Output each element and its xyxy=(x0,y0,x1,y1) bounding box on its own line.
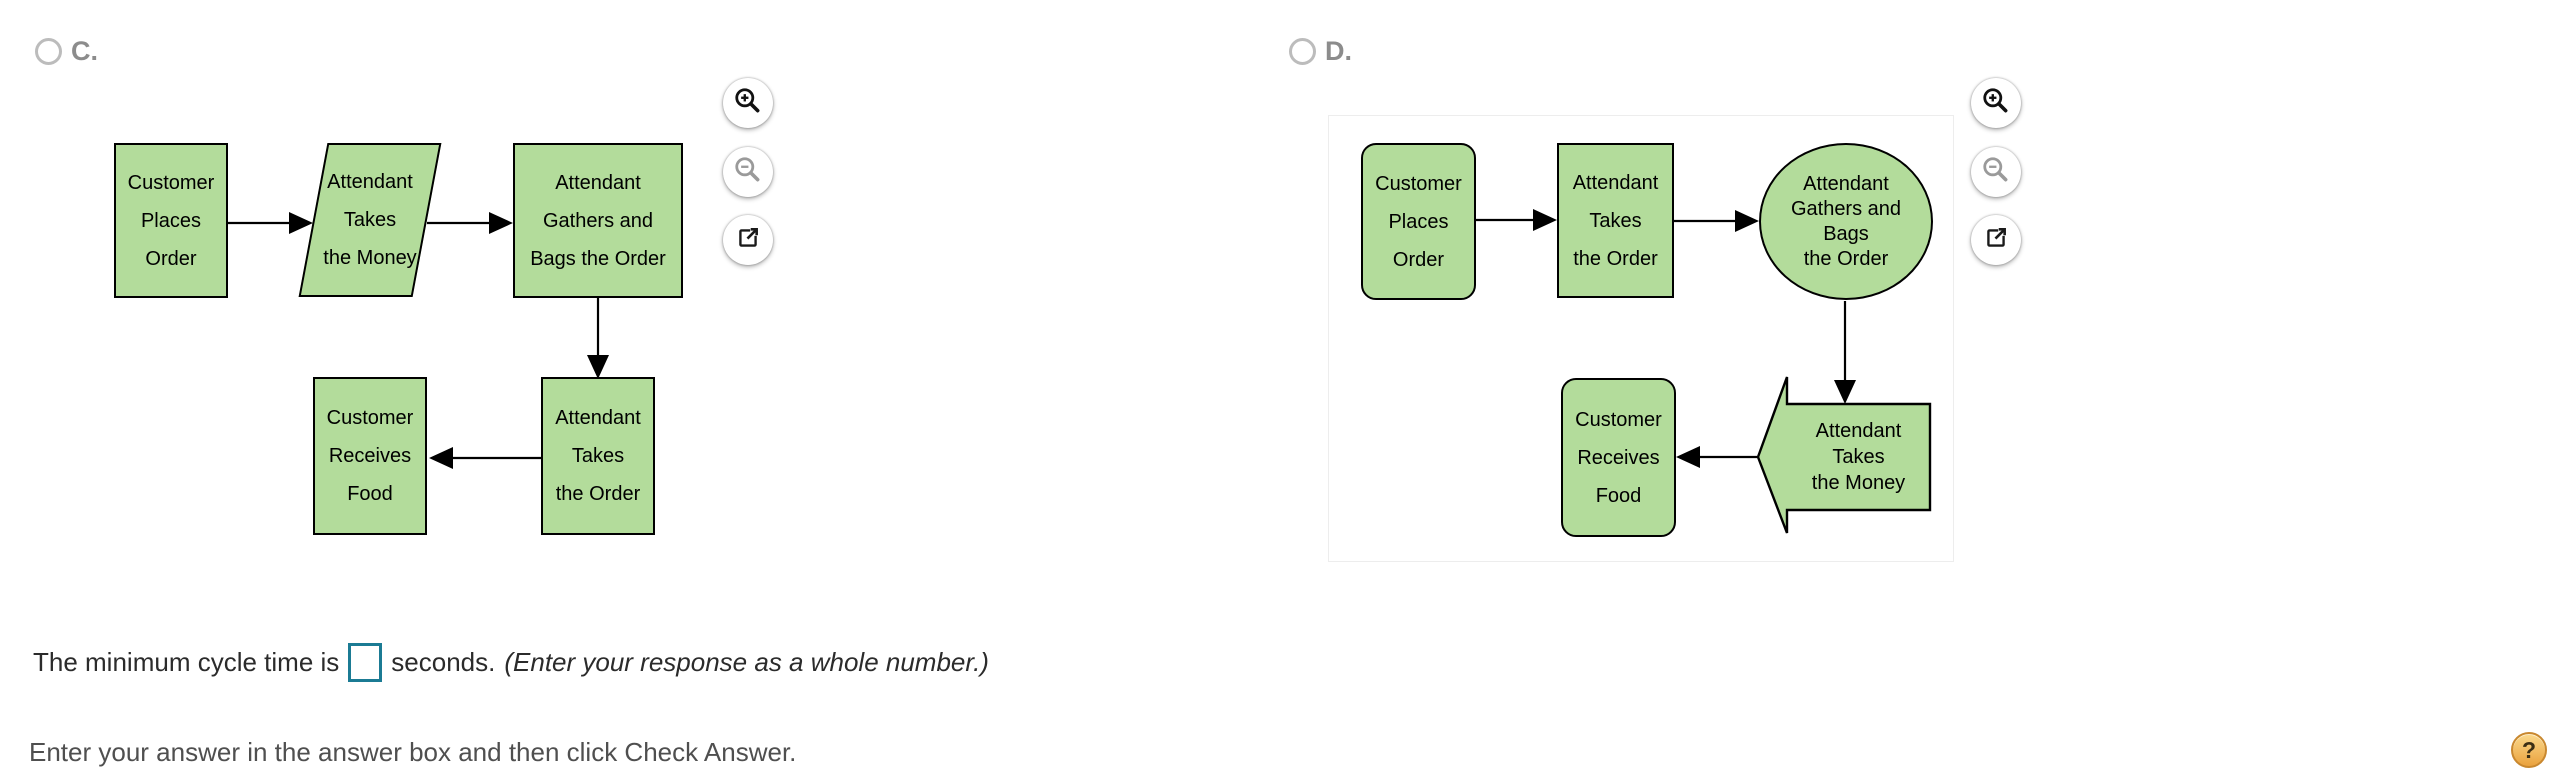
answer-input[interactable] xyxy=(348,642,383,682)
flow-c-node-attendant-takes-order: Attendant Takes the Order xyxy=(541,377,655,535)
answer-line: The minimum cycle time is seconds. (Ente… xyxy=(33,641,989,683)
option-d-radio[interactable] xyxy=(1289,38,1316,65)
option-c-zoom-out-button[interactable] xyxy=(723,147,773,197)
option-d-zoom-out-button[interactable] xyxy=(1971,147,2021,197)
open-in-new-window-icon xyxy=(1983,225,2009,256)
option-c-open-external-button[interactable] xyxy=(723,215,773,265)
flow-d-node-attendant-takes-money-label: Attendant Takes the Money xyxy=(1811,420,1906,494)
flow-d-node-customer-receives-food: Customer Receives Food xyxy=(1561,378,1676,537)
zoom-in-icon xyxy=(1981,86,2011,121)
question-mark-icon: ? xyxy=(2521,736,2537,763)
option-c-radio[interactable] xyxy=(35,38,62,65)
option-d-open-external-button[interactable] xyxy=(1971,215,2021,265)
flow-d-node-customer-places-order: Customer Places Order xyxy=(1361,143,1476,300)
zoom-out-icon xyxy=(733,155,763,190)
flow-d-node-attendant-takes-order: Attendant Takes the Order xyxy=(1557,143,1674,298)
flow-c-node-attendant-takes-money-label: Attendant Takes the Money xyxy=(323,171,417,269)
open-in-new-window-icon xyxy=(735,225,761,256)
answer-prefix-text: The minimum cycle time is xyxy=(33,646,340,677)
option-d-diagram-frame xyxy=(1328,115,1954,562)
flow-d-node-attendant-gathers-bags: Attendant Gathers and Bags the Order xyxy=(1759,143,1933,300)
answer-note-text: (Enter your response as a whole number.) xyxy=(504,646,989,677)
option-d-zoom-in-button[interactable] xyxy=(1971,78,2021,128)
flow-c-node-customer-places-order: Customer Places Order xyxy=(114,143,228,298)
instruction-text: Enter your answer in the answer box and … xyxy=(29,737,797,767)
flow-c-node-attendant-gathers-bags: Attendant Gathers and Bags the Order xyxy=(513,143,683,298)
help-button[interactable]: ? xyxy=(2511,732,2547,768)
zoom-out-icon xyxy=(1981,155,2011,190)
option-d-label: D. xyxy=(1325,36,1352,66)
answer-suffix-text: seconds. xyxy=(391,646,496,677)
zoom-in-icon xyxy=(733,86,763,121)
option-c-zoom-in-button[interactable] xyxy=(723,78,773,128)
option-c-label: C. xyxy=(71,36,98,66)
flow-c-node-customer-receives-food: Customer Receives Food xyxy=(313,377,427,535)
